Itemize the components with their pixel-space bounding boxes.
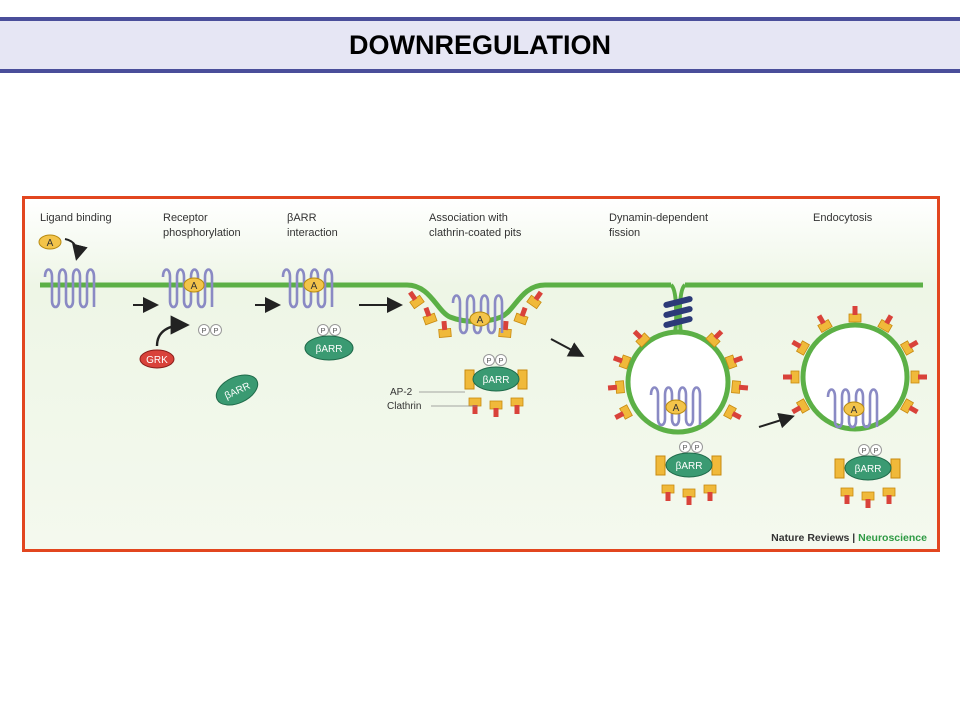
free-ligand: [38, 234, 62, 250]
step-5-label-line2: fission: [609, 227, 640, 239]
phosphate-6b: [870, 444, 882, 456]
phosphate-5a: [679, 441, 691, 453]
phosphate-2b: [210, 324, 222, 336]
bound-arrestin-5-label: βARR: [676, 461, 703, 472]
bound-arrestin-3: [304, 335, 354, 361]
dynamin-collar: [663, 296, 693, 328]
bound-arrestin-6-label: βARR: [855, 464, 882, 475]
credit-section: Neuroscience: [858, 532, 927, 544]
credit-separator: |: [849, 532, 858, 544]
phosphate-2b-label: P: [213, 326, 218, 335]
ap2-right-5: [711, 455, 722, 476]
phosphate-3a: [317, 324, 329, 336]
phosphate-2a-label: P: [201, 326, 206, 335]
phosphate-4b: [495, 354, 507, 366]
phosphate-2a: [198, 324, 210, 336]
kinase-arrow: [155, 315, 190, 347]
bound-ligand-4-label: A: [477, 315, 484, 326]
process-arrow-5: [758, 412, 795, 429]
step-2-label-line2: phosphorylation: [163, 227, 241, 239]
step-4-label-line2: clathrin-coated pits: [429, 227, 522, 239]
endocytosis-diagram: Ligand binding Receptor phosphorylation …: [25, 199, 937, 549]
step-3-label: βARR: [287, 212, 317, 224]
figure-credit: Nature Reviews | Neuroscience: [771, 532, 927, 544]
bound-ligand-6-label: A: [851, 405, 858, 416]
phosphate-3b-label: P: [332, 326, 337, 335]
phosphate-5b-label: P: [694, 443, 699, 452]
process-arrow-4: [550, 338, 585, 357]
step-1-ligand-binding: A: [38, 234, 96, 309]
free-ligand-label: A: [47, 238, 54, 249]
phosphate-3b: [329, 324, 341, 336]
ligand-arrow: [64, 238, 88, 261]
slide-title: DOWNREGULATION: [349, 30, 611, 60]
phosphate-6a-label: P: [861, 446, 866, 455]
bound-arrestin-3-label: βARR: [316, 344, 343, 355]
bound-arrestin-5: [665, 452, 713, 478]
bound-ligand-5: [665, 399, 687, 415]
phosphate-5a-label: P: [682, 443, 687, 452]
phosphate-4a-label: P: [486, 356, 491, 365]
clathrin-label: Clathrin: [387, 401, 421, 412]
bound-arrestin-4: [472, 366, 520, 392]
bound-arrestin-6: [844, 455, 892, 481]
step-6-endocytosis: A P P βARR: [782, 305, 928, 509]
bound-ligand-3-label: A: [311, 281, 318, 292]
bound-ligand-2-label: A: [191, 281, 198, 292]
step-labels: Ligand binding Receptor phosphorylation …: [40, 212, 873, 239]
step-5-label: Dynamin-dependent: [609, 212, 708, 224]
ap2-label: AP-2: [390, 387, 413, 398]
step-4-coated-pit: A P P βARR AP-2 Clathrin: [387, 288, 547, 418]
step-4-label: Association with: [429, 212, 508, 224]
bound-arrestin-4-label: βARR: [483, 375, 510, 386]
phosphate-3a-label: P: [320, 326, 325, 335]
phosphate-6b-label: P: [873, 446, 878, 455]
figure-frame: Ligand binding Receptor phosphorylation …: [22, 196, 940, 552]
endocytic-vesicle: [800, 322, 910, 432]
credit-journal: Nature Reviews: [771, 532, 849, 544]
bound-ligand-5-label: A: [673, 403, 680, 414]
title-bar: DOWNREGULATION: [0, 17, 960, 73]
phosphate-5b: [691, 441, 703, 453]
step-2-phosphorylation: A P P GRK βARR: [139, 268, 259, 406]
bound-ligand-2: [183, 277, 205, 293]
bound-ligand-3: [303, 277, 325, 293]
phosphate-6a: [858, 444, 870, 456]
step-3-arrestin-interaction: A P P βARR: [281, 268, 354, 361]
free-arrestin: [215, 374, 259, 406]
step-2-label: Receptor: [163, 212, 208, 224]
ap2-left-6: [834, 458, 845, 479]
bound-ligand-6: [843, 401, 865, 417]
step-3-label-line2: interaction: [287, 227, 338, 239]
budding-vesicle: [625, 329, 731, 435]
bound-ligand-4: [469, 311, 491, 327]
ap2-left-5: [655, 455, 666, 476]
step-5-fission: A P P βARR: [607, 296, 749, 506]
ap2-right-6: [890, 458, 901, 479]
phosphate-4a: [483, 354, 495, 366]
phosphate-4b-label: P: [498, 356, 503, 365]
grk-kinase: [139, 349, 175, 369]
step-6-label: Endocytosis: [813, 212, 873, 224]
grk-kinase-label: GRK: [146, 355, 168, 366]
step-1-label: Ligand binding: [40, 212, 112, 224]
